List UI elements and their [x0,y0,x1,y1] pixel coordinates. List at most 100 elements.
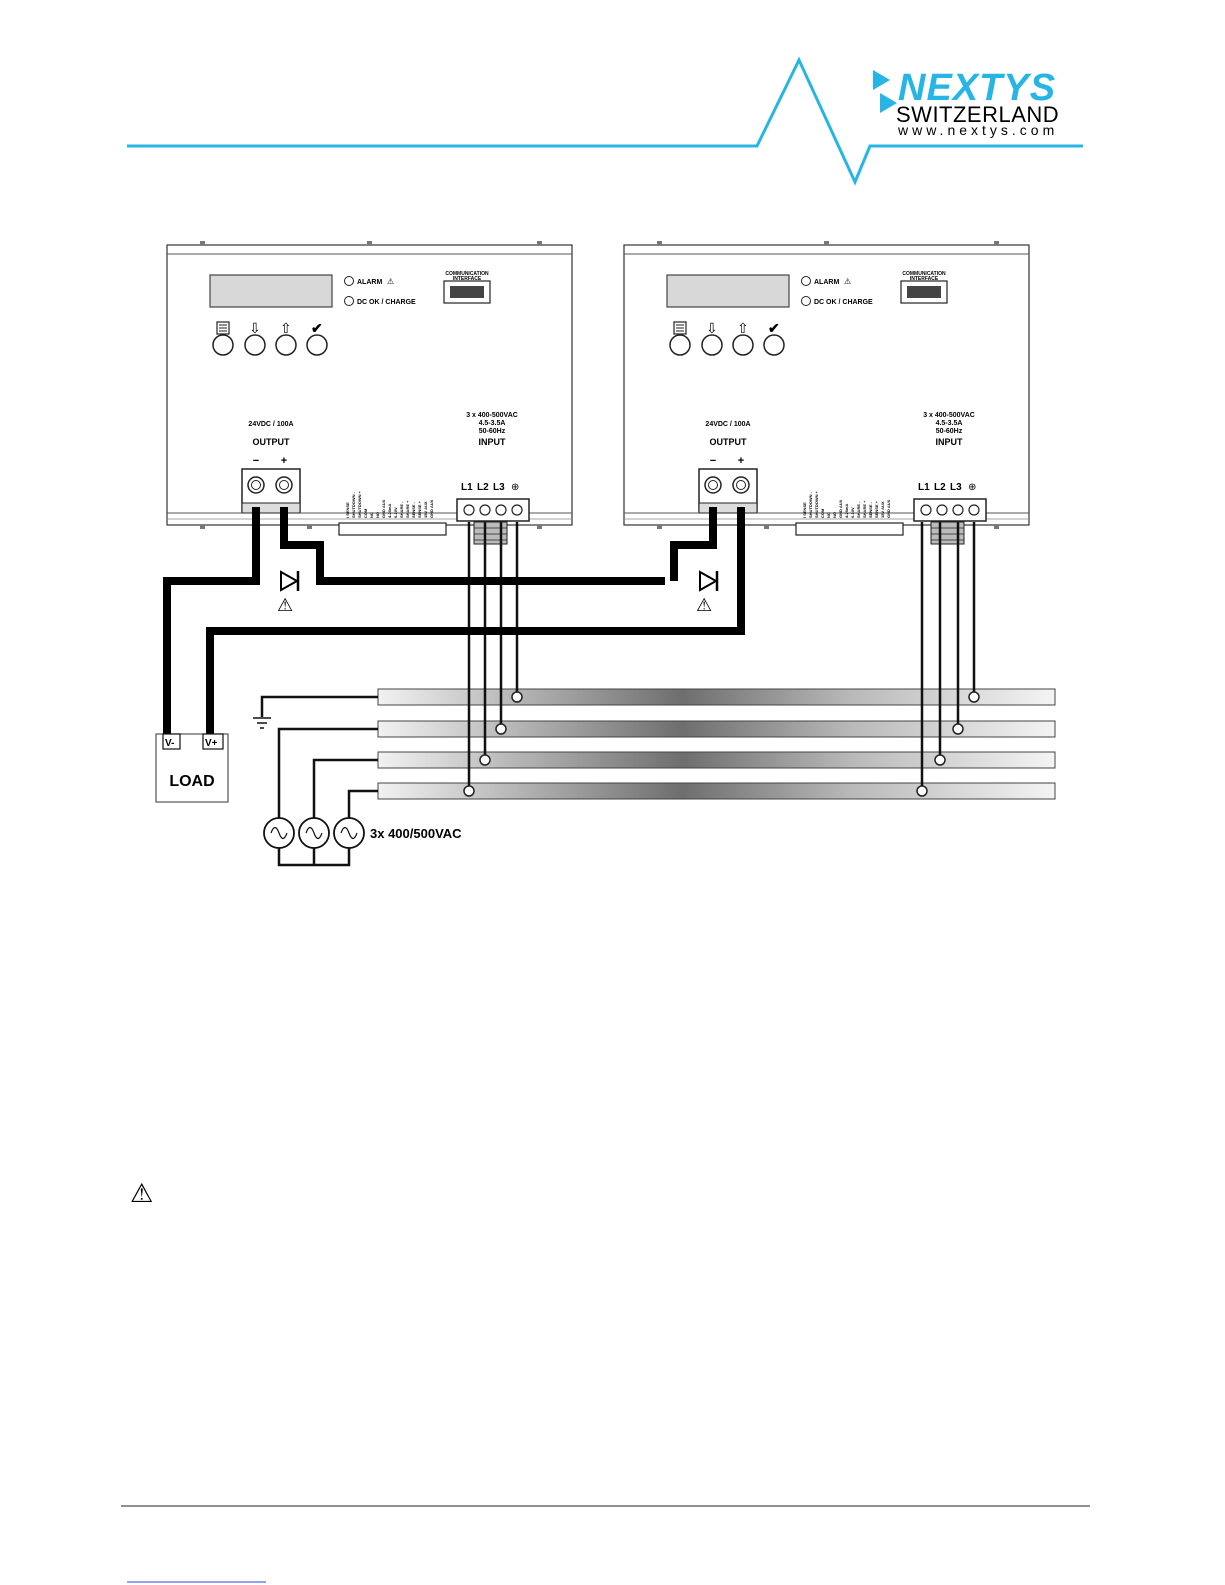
menu-icon [216,321,230,335]
warning-icon: ⚠ [696,595,712,615]
brand-name: NEXTYS [898,67,1056,109]
bus-bar-pe [377,688,1056,706]
brand-arrows-icon [873,70,897,113]
input-l3: L3 [493,482,505,493]
bus-bars [377,688,1056,800]
bus-terminal [463,785,475,797]
output-plus: + [281,455,287,467]
signal-labels: I SENSE SHUTDOWN - SHUTDOWN + COM NC NO … [802,490,891,518]
input-rating-2: 4.5-3.5A [479,420,506,427]
input-label: INPUT [479,437,507,447]
diode-icon [280,570,300,592]
output-minus: − [253,455,259,467]
warning-icon: ⚠ [387,277,394,286]
up-button[interactable] [276,335,296,355]
arrow-up-icon: ⇧ [280,320,292,336]
signal-label: SENSE - [411,501,416,518]
brand-website: www.nextys.com [897,122,1058,138]
check-icon: ✔ [768,320,780,336]
alarm-label: ALARM [814,279,839,286]
bus-terminal [968,691,980,703]
input-rating-3: 50-60Hz [479,428,506,435]
ac-source-icon [333,817,365,849]
input-l1: L1 [461,482,473,493]
signal-labels: I SENSE SHUTDOWN - SHUTDOWN + COM NC NO … [345,490,434,518]
signal-label: SENSE - [868,501,873,518]
input-l1: L1 [918,482,930,493]
page-header: NEXTYS SWITZERLAND www.nextys.com [127,56,1083,186]
input-rating-2: 4.5-3.5A [936,420,963,427]
signal-label: SHUTDOWN - [351,491,356,518]
signal-label: I SENSE [345,502,350,518]
input-rating-1: 3 x 400-500VAC [923,412,975,419]
earth-icon: ⊕ [511,482,519,493]
signal-label: 4-20mA [387,503,392,518]
signal-label: GND AUX [381,499,386,518]
bus-terminal [495,723,507,735]
warning-icon: ⚠ [844,277,851,286]
down-button[interactable] [245,335,265,355]
signal-label: 0-10V [850,507,855,518]
ac-source-icon [298,817,330,849]
load-vplus: V+ [205,738,218,749]
signal-label: 0-10V [393,507,398,518]
menu-button[interactable] [670,335,690,355]
bus-terminal [952,723,964,735]
power-supply-unit-1: ALARM ⚠ DC OK / CHARGE COMMUNICATION INT… [166,240,573,545]
arrow-down-icon: ⇩ [249,320,261,336]
menu-icon [673,321,687,335]
signal-label: SHUTDOWN - [808,491,813,518]
signal-label: SHARE - [399,501,404,518]
bus-terminal [479,754,491,766]
bus-terminal [916,785,928,797]
signal-label: SHARE - [856,501,861,518]
ground-icon [253,717,271,729]
input-rating-1: 3 x 400-500VAC [466,412,518,419]
comm-label-2: INTERFACE [910,276,939,282]
output-minus: − [710,455,716,467]
output-rating: 24VDC / 100A [248,421,293,428]
menu-button[interactable] [213,335,233,355]
signal-label: SHUTDOWN + [357,490,362,518]
load-box: V- V+ LOAD [155,733,229,803]
dcok-label: DC OK / CHARGE [357,299,416,306]
output-plus: + [738,455,744,467]
signal-label: I SENSE [802,502,807,518]
signal-label: SHUTDOWN + [814,490,819,518]
brand-country: SWITZERLAND [896,102,1059,127]
ac-wiring [260,522,976,867]
alarm-label: ALARM [357,279,382,286]
ac-sources: 3x 400/500VAC [263,817,462,849]
output-rating: 24VDC / 100A [705,421,750,428]
input-l2: L2 [934,482,946,493]
header-accent-line [127,56,1083,186]
load-label: LOAD [169,773,214,790]
signal-label: SENSE + [874,500,879,518]
dcok-label: DC OK / CHARGE [814,299,873,306]
signal-label: NO [832,512,837,518]
load-vminus: V- [165,738,174,749]
earth-icon: ⊕ [968,482,976,493]
signal-label: COM [820,508,825,518]
bus-bar-l1 [377,782,1056,800]
dc-wiring [163,507,745,736]
supply-label: 3x 400/500VAC [370,826,462,841]
signal-label: NO [375,512,380,518]
check-icon: ✔ [311,320,323,336]
signal-label: SHARE + [862,500,867,518]
signal-label: 4-20mA [844,503,849,518]
signal-label: GND AUX [838,499,843,518]
output-label: OUTPUT [253,437,291,447]
warning-icon: ⚠ [130,1178,153,1208]
bus-terminal [511,691,523,703]
signal-label: SENSE + [417,500,422,518]
enter-button[interactable] [764,335,784,355]
signal-label: 15V AUX [423,501,428,518]
comm-label-1: COMMUNICATION [902,271,946,277]
down-button[interactable] [702,335,722,355]
up-button[interactable] [733,335,753,355]
power-supply-unit-2: ALARM ⚠ DC OK / CHARGE COMMUNICATION INT… [623,240,1030,545]
signal-label: COM [363,508,368,518]
enter-button[interactable] [307,335,327,355]
comm-label-1: COMMUNICATION [445,271,489,277]
